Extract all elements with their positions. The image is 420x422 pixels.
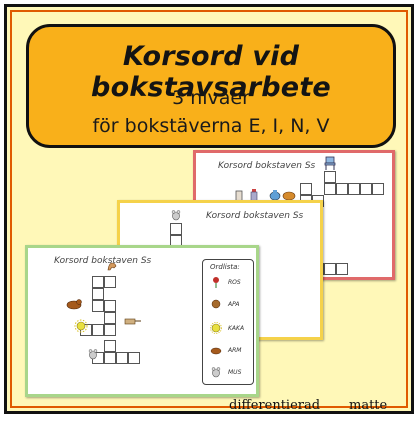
grid-cell bbox=[116, 352, 128, 364]
monkey-icon bbox=[211, 299, 221, 309]
grid-cell bbox=[360, 183, 372, 195]
grid-cell bbox=[324, 171, 336, 183]
grid-cell bbox=[128, 352, 140, 364]
cake-icon bbox=[210, 322, 222, 334]
grid-cell bbox=[300, 183, 312, 195]
arm-icon bbox=[107, 262, 117, 271]
word-list-heading: Ordlista: bbox=[210, 263, 240, 271]
grid-cell bbox=[336, 263, 348, 275]
sun-cake-icon bbox=[74, 319, 88, 333]
worksheet-title: Korsord bokstaven Ss bbox=[206, 211, 304, 221]
banner-subtitle-levels: 3 nivåer bbox=[172, 87, 250, 109]
chair-icon bbox=[324, 156, 336, 170]
arm-icon bbox=[210, 347, 222, 355]
grid-cell bbox=[104, 276, 116, 288]
mouse-icon bbox=[171, 210, 181, 221]
grid-cell bbox=[170, 223, 182, 235]
grid-cell bbox=[92, 300, 104, 312]
grid-cell bbox=[324, 263, 336, 275]
grid-cell bbox=[92, 276, 104, 288]
mouse-icon bbox=[88, 349, 98, 360]
word-list-item: APA bbox=[228, 301, 240, 308]
grid-cell bbox=[324, 183, 336, 195]
mouse-icon bbox=[211, 367, 221, 378]
grid-cell bbox=[92, 288, 104, 300]
word-list: Ordlista: ROS APA KAKA ARM bbox=[202, 259, 254, 385]
credit-differentierad: differentierad bbox=[229, 398, 321, 413]
word-list-item: MUS bbox=[228, 369, 242, 376]
grid-cell bbox=[336, 183, 348, 195]
bottle-icon bbox=[250, 189, 258, 202]
title-banner: Korsord vid bokstavsarbete 3 nivåer för … bbox=[26, 24, 396, 148]
grid-cell bbox=[104, 340, 116, 352]
worksheet-title: Korsord bokstaven Ss bbox=[54, 256, 152, 266]
credit-matte: matte bbox=[349, 398, 388, 413]
word-list-item: KAKA bbox=[228, 325, 245, 332]
bear-icon bbox=[66, 299, 82, 310]
worksheet-preview-easy: Korsord bokstaven Ss bbox=[25, 245, 259, 397]
banner-subtitle-letters: för bokstäverna E, I, N, V bbox=[92, 115, 330, 137]
grid-cell bbox=[104, 300, 116, 312]
word-list-item: ROS bbox=[228, 279, 241, 286]
inner-border bbox=[10, 10, 408, 408]
grid-cell bbox=[104, 324, 116, 336]
grid-cell bbox=[372, 183, 384, 195]
banner-title: Korsord vid bokstavsarbete bbox=[91, 41, 331, 103]
grid-cell bbox=[104, 352, 116, 364]
rose-icon bbox=[213, 277, 219, 288]
cover-frame: Korsord vid bokstavsarbete 3 nivåer för … bbox=[4, 4, 414, 414]
grid-cell bbox=[92, 324, 104, 336]
monkey-icon bbox=[124, 318, 141, 325]
grid-cell bbox=[104, 312, 116, 324]
grid-cell bbox=[348, 183, 360, 195]
word-list-item: ARM bbox=[228, 347, 242, 354]
worksheet-title: Korsord bokstaven Ss bbox=[218, 161, 316, 171]
